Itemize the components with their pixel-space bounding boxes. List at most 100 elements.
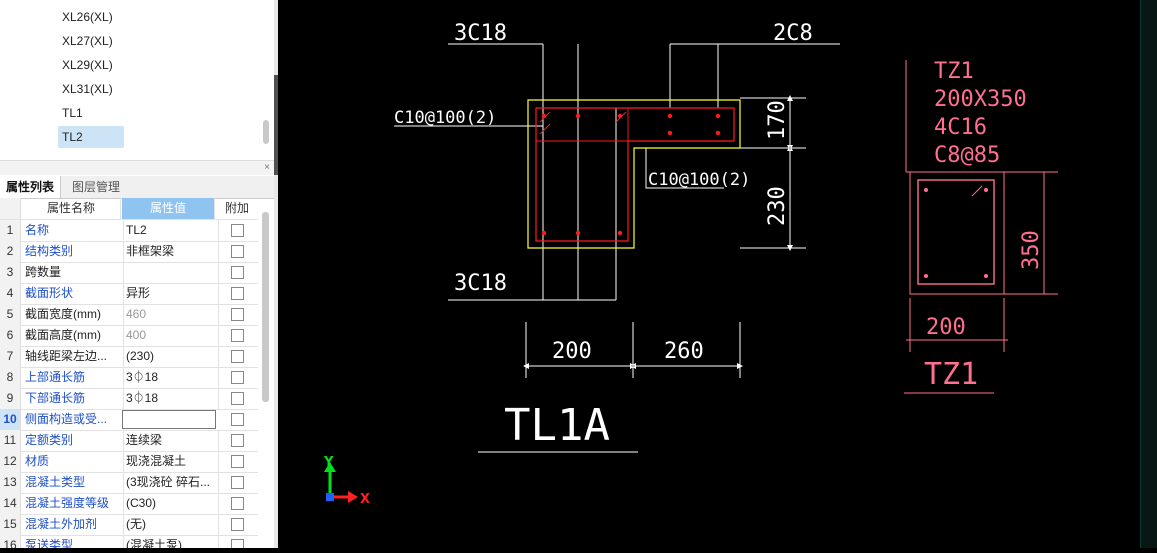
tree-item[interactable]: XL31(XL): [62, 82, 113, 96]
extra-checkbox[interactable]: [231, 308, 244, 321]
property-name[interactable]: 截面形状: [22, 283, 124, 304]
property-name[interactable]: 下部通长筋: [22, 388, 124, 409]
row-number: 7: [0, 346, 21, 367]
tree-item-selected[interactable]: TL2: [58, 126, 124, 148]
extra-checkbox[interactable]: [231, 350, 244, 363]
property-value[interactable]: 3⏀18: [122, 388, 219, 409]
property-name[interactable]: 名称: [22, 220, 124, 241]
property-value[interactable]: 400: [122, 325, 219, 346]
extra-checkbox[interactable]: [231, 413, 244, 426]
property-name[interactable]: 上部通长筋: [22, 367, 124, 388]
header-property-value[interactable]: 属性值: [122, 198, 215, 219]
grid-header: 属性名称属性值附加: [0, 198, 258, 220]
extra-checkbox[interactable]: [231, 518, 244, 531]
extra-checkbox[interactable]: [231, 539, 244, 548]
cad-drawing: 3C18 2C8 C10@100(2) C10@100(2) 3C18 170 …: [323, 21, 1058, 507]
row-number: 14: [0, 493, 21, 514]
vertical-splitter[interactable]: [274, 0, 278, 548]
header-property-name[interactable]: 属性名称: [22, 198, 121, 219]
extra-checkbox[interactable]: [231, 245, 244, 258]
property-value[interactable]: 460: [122, 304, 219, 325]
property-value[interactable]: 现浇混凝土: [122, 451, 219, 472]
property-name[interactable]: 截面宽度(mm): [22, 304, 124, 325]
property-name[interactable]: 定额类别: [22, 430, 124, 451]
property-value[interactable]: (230): [122, 346, 219, 367]
property-name[interactable]: 结构类别: [22, 241, 124, 262]
splitter-handle[interactable]: [274, 75, 278, 175]
extra-cell: [217, 430, 257, 451]
tab-layer-management[interactable]: 图层管理: [72, 180, 121, 194]
property-value[interactable]: 连续梁: [122, 430, 219, 451]
header-extra[interactable]: 附加: [224, 201, 249, 215]
tz-dim-h: [906, 298, 1008, 352]
row-number: 16: [0, 535, 21, 548]
property-value[interactable]: (混凝土泵): [122, 535, 219, 548]
tree-item[interactable]: XL27(XL): [62, 34, 113, 48]
row-number: 5: [0, 304, 21, 325]
row-number: 6: [0, 325, 21, 346]
row-number: 12: [0, 451, 21, 472]
extra-checkbox[interactable]: [231, 455, 244, 468]
property-name[interactable]: 泵送类型: [22, 535, 124, 548]
property-name[interactable]: 截面高度(mm): [22, 325, 124, 346]
close-icon[interactable]: ×: [264, 162, 270, 173]
property-value[interactable]: 非框架梁: [122, 241, 219, 262]
tz-stirrup-label: C8@85: [934, 143, 1000, 168]
value-edit-input[interactable]: [122, 410, 216, 429]
extra-checkbox[interactable]: [231, 434, 244, 447]
extra-cell: [217, 409, 257, 430]
extra-checkbox[interactable]: [231, 371, 244, 384]
property-name[interactable]: 轴线距梁左边...: [22, 346, 124, 367]
tree-item[interactable]: TL1: [62, 106, 83, 120]
property-name[interactable]: 混凝土外加剂: [22, 514, 124, 535]
tree-scrollbar[interactable]: [263, 120, 269, 144]
tz-hook: [971, 185, 983, 197]
header-corner: [0, 198, 21, 219]
property-name[interactable]: 侧面构造或受...: [22, 409, 124, 430]
axis-y-label: Y: [323, 455, 334, 470]
property-value[interactable]: (3现浇砼 碎石...: [122, 472, 219, 493]
property-name[interactable]: 混凝土类型: [22, 472, 124, 493]
grid-scrollbar[interactable]: [262, 212, 269, 402]
property-value[interactable]: TL2: [122, 220, 219, 241]
property-name[interactable]: 混凝土强度等级: [22, 493, 124, 514]
property-value[interactable]: (C30): [122, 493, 219, 514]
extra-checkbox[interactable]: [231, 287, 244, 300]
extra-checkbox[interactable]: [231, 392, 244, 405]
tree-item[interactable]: XL29(XL): [62, 58, 113, 72]
extra-checkbox[interactable]: [231, 224, 244, 237]
property-value[interactable]: 异形: [122, 283, 219, 304]
extra-checkbox[interactable]: [231, 476, 244, 489]
extra-cell: [217, 283, 257, 304]
row-number: 9: [0, 388, 21, 409]
extra-checkbox[interactable]: [231, 329, 244, 342]
tab-property-list[interactable]: 属性列表: [0, 176, 62, 198]
pane-divider[interactable]: ×: [0, 160, 276, 175]
cad-canvas[interactable]: 3C18 2C8 C10@100(2) C10@100(2) 3C18 170 …: [278, 0, 1140, 548]
tree-item[interactable]: XL26(XL): [62, 10, 113, 24]
extra-checkbox[interactable]: [231, 497, 244, 510]
extra-checkbox[interactable]: [231, 266, 244, 279]
property-name[interactable]: 跨数量: [22, 262, 124, 283]
property-name[interactable]: 材质: [22, 451, 124, 472]
row-number: 8: [0, 367, 21, 388]
property-value[interactable]: (无): [122, 514, 219, 535]
property-value[interactable]: 3⏀18: [122, 367, 219, 388]
property-value[interactable]: [122, 262, 219, 283]
